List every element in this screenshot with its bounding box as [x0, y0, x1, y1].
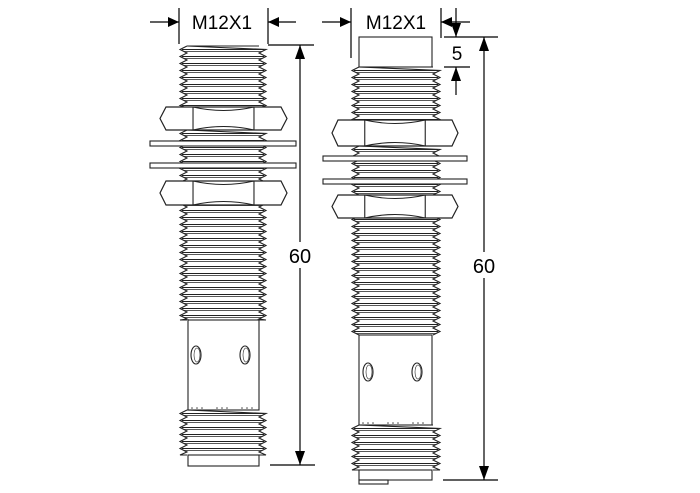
label-bg [470, 252, 500, 278]
thread-edge [358, 145, 443, 336]
arrow-head [295, 45, 305, 59]
vent-hole-inner [365, 364, 373, 380]
vent-hole-inner [242, 347, 250, 363]
washer [149, 140, 297, 147]
thread-label-right: M12X1 [366, 13, 426, 34]
washer [322, 155, 468, 162]
nut-chamfer [192, 106, 255, 131]
dot [412, 422, 414, 424]
dot [417, 422, 419, 424]
washer [149, 162, 297, 169]
dot [191, 407, 193, 409]
thread-edge [186, 45, 269, 109]
arrow-head [451, 23, 461, 37]
sensor-flush [149, 45, 297, 467]
arrow-head [168, 17, 179, 27]
length-label-left: 60 [289, 246, 311, 268]
arrow-head [268, 17, 279, 27]
end-cap [187, 454, 260, 467]
dot [241, 407, 243, 409]
dot [422, 422, 424, 424]
dot [221, 407, 223, 409]
cable-stub [358, 479, 389, 485]
arrow-head [479, 466, 489, 480]
dot [201, 407, 203, 409]
dot [367, 422, 369, 424]
thread-edge [350, 145, 361, 336]
sensing-face [358, 36, 433, 68]
dot [397, 422, 399, 424]
nut-chamfer [192, 180, 255, 206]
dot [246, 407, 248, 409]
vent-hole [362, 362, 374, 382]
arrow-head [441, 17, 452, 27]
vent-hole [411, 362, 423, 382]
hex-nut [331, 194, 459, 219]
dot [216, 407, 218, 409]
arrow-head [479, 37, 489, 51]
thread-edge [350, 66, 361, 122]
washer [322, 178, 468, 185]
vent-hole-inner [193, 347, 201, 363]
label-bg [286, 242, 316, 268]
dot [387, 422, 389, 424]
end-cap [358, 469, 433, 481]
thread-edge [178, 45, 189, 109]
plain-body [187, 319, 260, 411]
dot [362, 422, 364, 424]
arrow-head [340, 17, 351, 27]
dot [196, 407, 198, 409]
vent-hole-inner [414, 364, 422, 380]
hex-nut [159, 180, 288, 206]
thread-label-left: M12X1 [192, 13, 252, 34]
nut-chamfer [364, 194, 426, 219]
protrusion-label: 5 [452, 44, 463, 65]
vent-hole [239, 345, 251, 365]
dot [372, 422, 374, 424]
hex-nut [331, 119, 459, 147]
thread-edge [358, 66, 443, 122]
dot [392, 422, 394, 424]
dot [226, 407, 228, 409]
vent-hole [190, 345, 202, 365]
sensor-non-flush [322, 36, 468, 485]
nut-chamfer [364, 119, 426, 147]
length-label-right: 60 [473, 256, 495, 278]
dot [251, 407, 253, 409]
hex-nut [159, 106, 288, 131]
dimensions [150, 8, 498, 481]
arrow-head [451, 67, 461, 81]
arrow-head [295, 451, 305, 465]
